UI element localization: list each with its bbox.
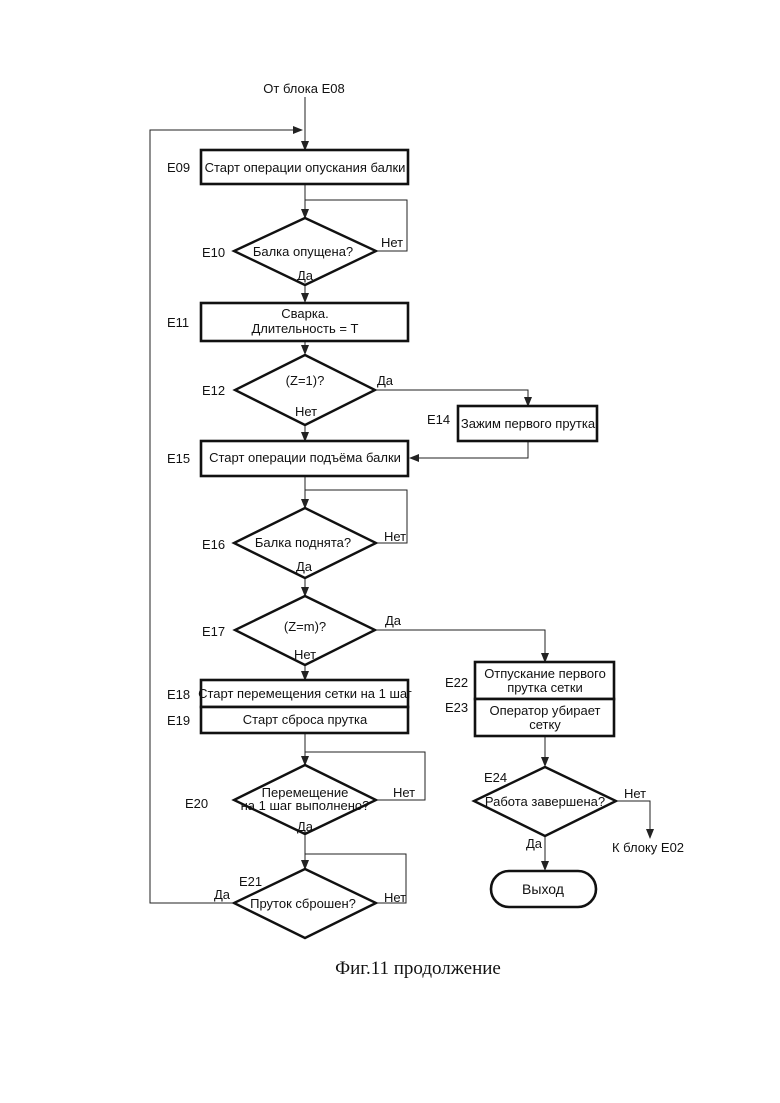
- e16-no-label: Нет: [384, 529, 406, 544]
- e17-label: Е17: [202, 624, 225, 639]
- e09-text: Старт операции опускания балки: [205, 160, 406, 175]
- e16-label: Е16: [202, 537, 225, 552]
- e15-label: Е15: [167, 451, 190, 466]
- e20-yes-label: Да: [297, 819, 314, 834]
- e17-yes-label: Да: [385, 613, 402, 628]
- e16-text: Балка поднята?: [255, 535, 351, 550]
- e24-yes-label: Да: [526, 836, 543, 851]
- e15-text: Старт операции подъёма балки: [209, 450, 401, 465]
- e09-label: Е09: [167, 160, 190, 175]
- e20-text-line2: на 1 шаг выполнено?: [241, 798, 370, 813]
- e10-no-label: Нет: [381, 235, 403, 250]
- figure-caption: Фиг.11 продолжение: [335, 958, 501, 979]
- e21-text: Пруток сброшен?: [250, 896, 356, 911]
- e12-no-label: Нет: [295, 404, 317, 419]
- arrow-e24-no: [616, 801, 650, 838]
- e19-text: Старт сброса прутка: [243, 712, 368, 727]
- arrow-e14-e15: [410, 441, 528, 458]
- e22-text-line1: Отпускание первого: [484, 666, 606, 681]
- e11-text-line1: Сварка.: [281, 306, 328, 321]
- e10-label: Е10: [202, 245, 225, 260]
- e12-yes-label: Да: [377, 373, 394, 388]
- e24-no-label: Нет: [624, 786, 646, 801]
- e12-text: (Z=1)?: [286, 373, 325, 388]
- e23-text-line2: сетку: [529, 717, 561, 732]
- e14-label: Е14: [427, 412, 450, 427]
- exit-text: Выход: [522, 881, 564, 897]
- e21-yes-label: Да: [214, 887, 231, 902]
- e10-yes-label: Да: [297, 268, 314, 283]
- e11-text-line2: Длительность = Т: [251, 321, 358, 336]
- e17-text: (Z=m)?: [284, 619, 326, 634]
- e17-no-label: Нет: [294, 647, 316, 662]
- e20-label: Е20: [185, 796, 208, 811]
- e12-label: Е12: [202, 383, 225, 398]
- e10-text: Балка опущена?: [253, 244, 353, 259]
- e22-label: Е22: [445, 675, 468, 690]
- from-block-label: От блока Е08: [263, 81, 344, 96]
- arrow-e12-yes: [375, 390, 528, 406]
- e24-label: Е24: [484, 770, 507, 785]
- e11-label: Е11: [167, 315, 189, 330]
- e21-no-label: Нет: [384, 890, 406, 905]
- e22-text-line2: прутка сетки: [507, 680, 583, 695]
- e18-text: Старт перемещения сетки на 1 шаг: [198, 686, 412, 701]
- e18-label: Е18: [167, 687, 190, 702]
- e14-text: Зажим первого прутка: [461, 416, 596, 431]
- e19-label: Е19: [167, 713, 190, 728]
- e24-text: Работа завершена?: [485, 794, 605, 809]
- arrow-e17-yes: [375, 630, 545, 662]
- e23-text-line1: Оператор убирает: [489, 703, 600, 718]
- e20-no-label: Нет: [393, 785, 415, 800]
- e16-yes-label: Да: [296, 559, 313, 574]
- e21-label: Е21: [239, 874, 262, 889]
- to-block-label: К блоку Е02: [612, 840, 684, 855]
- e23-label: Е23: [445, 700, 468, 715]
